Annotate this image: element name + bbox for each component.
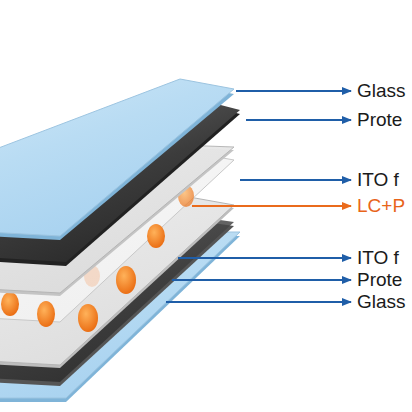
layer-label: Prote [357, 109, 402, 131]
layer-label: ITO f [357, 247, 399, 269]
leader-arrows [166, 91, 351, 302]
layer-label: Glass [357, 291, 406, 313]
layer-label: Glass [357, 80, 406, 102]
layer-label: Prote [357, 269, 402, 291]
layer-label: ITO f [357, 169, 399, 191]
glass-layer [0, 79, 234, 240]
layer-label: LC+P [357, 195, 405, 217]
